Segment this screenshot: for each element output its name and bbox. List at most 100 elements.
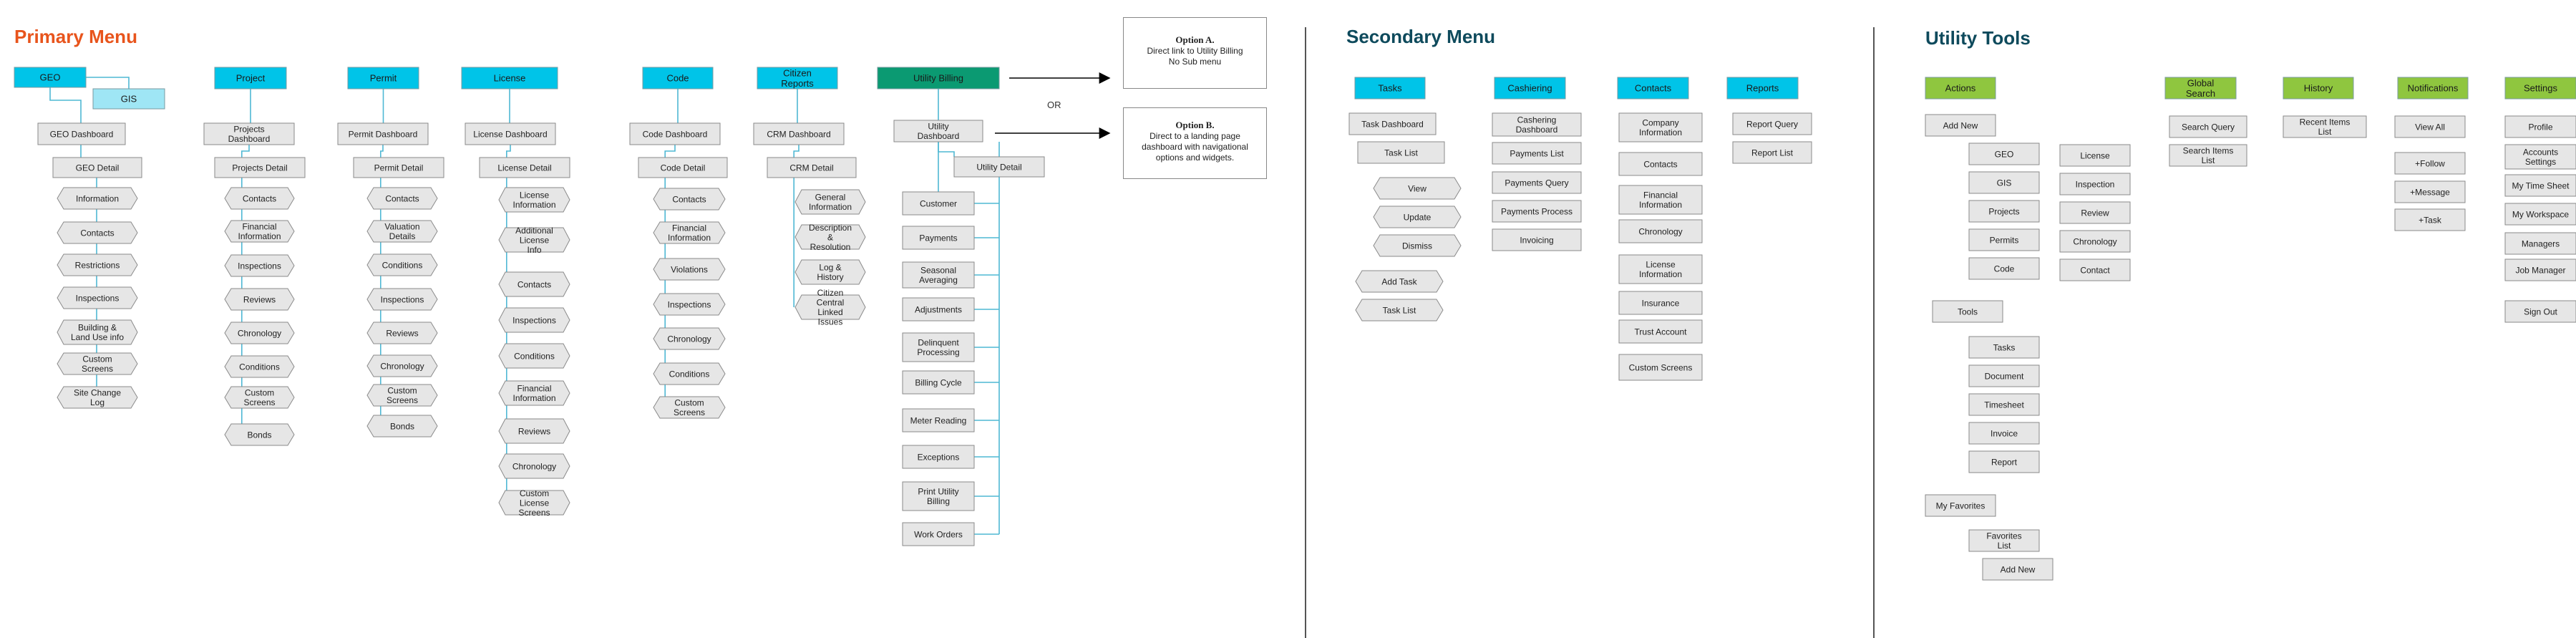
actions-tools-timesheet[interactable]: Timesheet — [1968, 393, 2040, 416]
citizen-item-description-and-resolution[interactable]: Description&Resolution — [794, 223, 866, 252]
cashiering-item-payments-query[interactable]: Payments Query — [1492, 171, 1582, 194]
code-item-conditions[interactable]: Conditions — [653, 362, 726, 385]
notifications-follow[interactable]: +Follow — [2394, 152, 2466, 175]
header-notifications[interactable]: Notifications — [2397, 77, 2469, 100]
permit-item-conditions[interactable]: Conditions — [366, 253, 438, 276]
actions-add-license-2[interactable]: License — [2059, 144, 2131, 167]
utility-item-customer[interactable]: Customer — [902, 191, 975, 216]
header-permit[interactable]: Permit — [347, 67, 419, 90]
header-history[interactable]: History — [2283, 77, 2354, 100]
permit-detail[interactable]: Permit Detail — [353, 157, 444, 178]
actions-add-gis[interactable]: GIS — [1968, 171, 2040, 194]
utility-item-billing-cycle[interactable]: Billing Cycle — [902, 370, 975, 395]
settings-job-manager[interactable]: Job Manager — [2504, 258, 2576, 281]
cashiering-item-payments-process[interactable]: Payments Process — [1492, 200, 1582, 223]
tasks-extra-task-list[interactable]: Task List — [1355, 299, 1444, 322]
project-item-contacts[interactable]: Contacts — [224, 187, 295, 210]
permit-item-bonds[interactable]: Bonds — [366, 415, 438, 438]
utility-item-exceptions[interactable]: Exceptions — [902, 445, 975, 469]
geo-item-contacts[interactable]: Contacts — [57, 221, 138, 244]
settings-managers[interactable]: Managers — [2504, 232, 2576, 255]
header-gis[interactable]: GIS — [92, 88, 165, 110]
geo-item-restrictions[interactable]: Restrictions — [57, 253, 138, 276]
license-detail[interactable]: License Detail — [479, 157, 570, 178]
citizen-item-log-and-history[interactable]: Log &History — [794, 259, 866, 285]
actions-add-projects[interactable]: Projects — [1968, 200, 2040, 223]
header-project[interactable]: Project — [214, 67, 287, 90]
header-tasks[interactable]: Tasks — [1354, 77, 1426, 100]
utility-item-meter-reading[interactable]: Meter Reading — [902, 408, 975, 432]
code-item-contacts[interactable]: Contacts — [653, 188, 726, 211]
citizen-dashboard[interactable]: CRM Dashboard — [753, 122, 845, 145]
header-reports[interactable]: Reports — [1726, 77, 1799, 100]
contacts-item-chronology[interactable]: Chronology — [1618, 219, 1703, 243]
project-item-conditions[interactable]: Conditions — [224, 355, 295, 378]
actions-favorites-add[interactable]: Add New — [1982, 558, 2053, 581]
settings-profile[interactable]: Profile — [2504, 115, 2576, 138]
geo-item-building-and-land-use-info[interactable]: Building &Land Use info — [57, 319, 138, 345]
settings-my-time-sheet[interactable]: My Time Sheet — [2504, 174, 2576, 197]
license-item-reviews[interactable]: Reviews — [498, 418, 570, 444]
settings-sign-out[interactable]: Sign Out — [2504, 300, 2576, 323]
license-item-chronology[interactable]: Chronology — [498, 453, 570, 479]
permit-dashboard[interactable]: Permit Dashboard — [337, 122, 429, 145]
permit-item-reviews[interactable]: Reviews — [366, 322, 438, 344]
actions-add-chronology-2[interactable]: Chronology — [2059, 230, 2131, 253]
actions-tools-report[interactable]: Report — [1968, 450, 2040, 473]
actions-add-new[interactable]: Add New — [1925, 114, 1996, 137]
header-geo[interactable]: GEO — [14, 67, 87, 88]
cashiering-item-invoicing[interactable]: Invoicing — [1492, 228, 1582, 251]
license-dashboard[interactable]: License Dashboard — [465, 122, 556, 145]
utility-item-work-orders[interactable]: Work Orders — [902, 522, 975, 546]
notifications-view-all[interactable]: View All — [2394, 115, 2466, 138]
header-cashiering[interactable]: Cashiering — [1494, 77, 1566, 100]
geo-dashboard[interactable]: GEO Dashboard — [37, 122, 126, 145]
contacts-item-trust-account[interactable]: Trust Account — [1618, 319, 1703, 344]
code-item-inspections[interactable]: Inspections — [653, 293, 726, 316]
license-item-inspections[interactable]: Inspections — [498, 307, 570, 333]
code-detail[interactable]: Code Detail — [638, 157, 728, 178]
reports-list[interactable]: Report List — [1732, 141, 1812, 164]
geo-detail[interactable]: GEO Detail — [52, 157, 142, 178]
header-license[interactable]: License — [461, 67, 558, 90]
header-actions[interactable]: Actions — [1925, 77, 1996, 100]
tasks-dashboard[interactable]: Task Dashboard — [1348, 112, 1437, 135]
project-item-reviews[interactable]: Reviews — [224, 288, 295, 311]
settings-my-workspace[interactable]: My Workspace — [2504, 203, 2576, 226]
citizen-detail[interactable]: CRM Detail — [767, 157, 857, 178]
project-item-chronology[interactable]: Chronology — [224, 322, 295, 344]
tasks-action-view[interactable]: View — [1373, 177, 1462, 200]
reports-query[interactable]: Report Query — [1732, 112, 1812, 135]
tasks-action-update[interactable]: Update — [1373, 206, 1462, 228]
actions-add-review-2[interactable]: Review — [2059, 201, 2131, 224]
geo-item-inspections[interactable]: Inspections — [57, 286, 138, 309]
contacts-item-insurance[interactable]: Insurance — [1618, 291, 1703, 315]
license-item-conditions[interactable]: Conditions — [498, 343, 570, 369]
contacts-item-custom-screens[interactable]: Custom Screens — [1618, 354, 1703, 381]
permit-item-chronology[interactable]: Chronology — [366, 354, 438, 377]
tasks-list[interactable]: Task List — [1357, 141, 1445, 164]
permit-item-contacts[interactable]: Contacts — [366, 187, 438, 210]
header-settings[interactable]: Settings — [2504, 77, 2576, 100]
